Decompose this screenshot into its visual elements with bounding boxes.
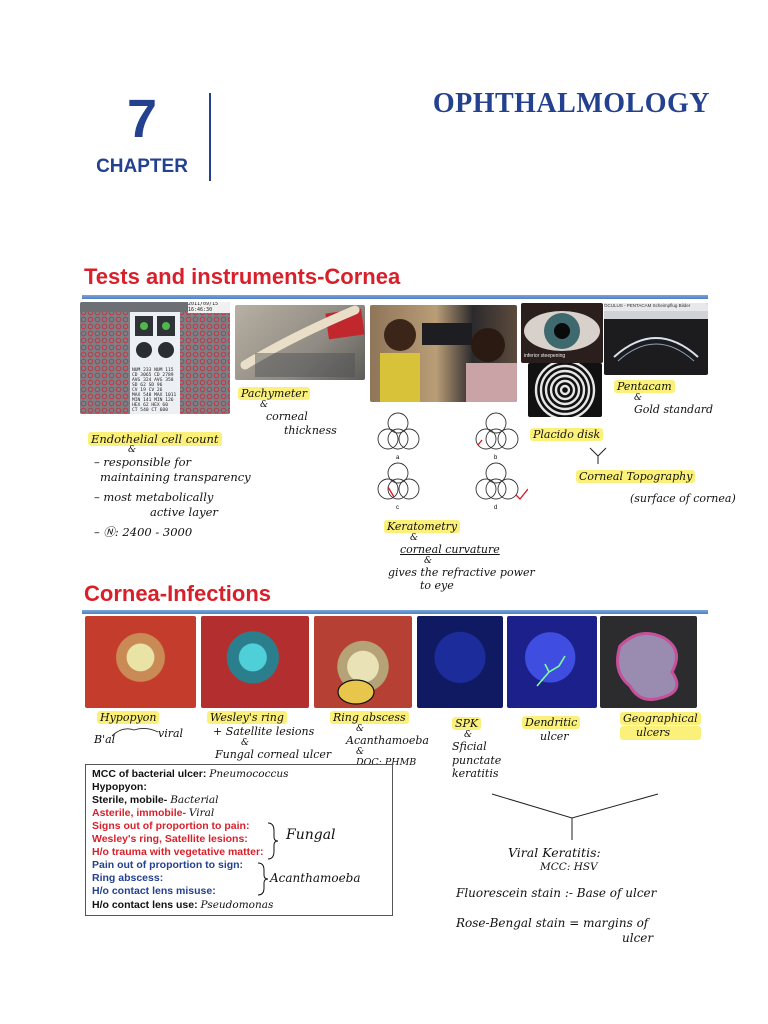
note-fungal: Fungal [286,827,336,843]
spk-photo [417,616,503,708]
keratometry-mires-diagram: a b c d [377,412,528,511]
note-pentacam: Pentacam & Gold standard [614,380,713,417]
dendritic-ulcer-photo [507,616,597,708]
note-pachymeter: Pachymeter & corneal thickness [238,387,337,437]
note-hypopyon: Hypopyon [97,711,160,725]
pachymeter-photo [235,305,365,380]
summary-line: Sterile, mobile- Bacterial [92,794,219,806]
note-geographical: Geographical ulcers [620,712,701,740]
wesleys-ring-photo [201,616,309,708]
summary-line: H/o trauma with vegetative matter: [92,846,264,858]
viral-branch-lines [491,793,659,840]
note-dendritic: Dendritic ulcer [522,716,581,744]
note-endothelial: Endothelial cell count & – responsible f… [88,432,251,539]
summary-line: Ring abscess: [92,872,164,884]
note-acanthamoeba: Acanthamoeba [270,871,361,885]
pentacam-screenshot: OCULUS - PENTACAM Scheimpflug Bilder [604,303,708,375]
hypopyon-bracket [111,727,159,737]
note-keratometry: Keratometry & corneal curvature & gives … [384,520,535,593]
summary-line: MCC of bacterial ulcer: Pneumococcus [92,768,289,780]
summary-box: MCC of bacterial ulcer: Pneumococcus Hyp… [85,764,393,916]
specular-timestamp: 2011/09/15 16:46:30 [188,302,230,313]
summary-line: Asterile, immobile- Viral [92,807,215,819]
summary-line: Wesley's ring, Satellite lesions: [92,833,248,845]
mire-label-c: c [396,505,399,511]
summary-line: H/o contact lens use: Pseudomonas [92,899,274,911]
section-rule-2 [82,610,708,614]
summary-line: H/o contact lens misuse: [92,885,216,897]
note-ring-abscess: Ring abscess & Acanthamoeba & DOC: PHMB [330,711,429,768]
acanth-brace [257,862,269,896]
subject-title: OPHTHALMOLOGY [432,88,710,119]
hypopyon-photo [85,616,196,708]
note-hypopyon-left: B'al [94,733,116,746]
ring-abscess-photo [314,616,412,708]
fungal-brace [267,822,279,860]
arrow-to-topography [589,447,607,464]
specular-microscopy-image: 2011/09/15 16:46:30 NUM 233 NUM 115 CD 3… [80,302,230,414]
section-title-tests: Tests and instruments-Cornea [84,264,401,289]
header-divider [209,93,211,181]
note-placido: Placido disk [530,428,604,442]
mire-label-a: a [396,455,400,461]
note-topography: Corneal Topography (surface of cornea) [576,470,736,506]
chapter-number: 7 [126,89,158,149]
placido-disk-image [528,363,602,417]
summary-line: Pain out of proportion to sign: [92,859,244,871]
specular-readout: NUM 233 NUM 115 CD 3065 CD 2789 AVG 324 … [132,368,177,413]
note-wesley: Wesley's ring + Satellite lesions & Fung… [207,711,331,761]
note-hypopyon-right: viral [158,727,184,740]
note-spk: SPK & Sficial punctate keratitis [452,717,502,781]
summary-line: Hypopyon: [92,781,147,793]
eye-closeup-photo: inferior steepening [521,303,603,363]
mire-label-d: d [494,505,497,511]
summary-line: Signs out of proportion to pain: [92,820,250,832]
inferior-label: inferior steepening [524,353,566,359]
section-title-infections: Cornea-Infections [84,581,272,606]
keratometry-photo [370,305,517,402]
chapter-label: CHAPTER [96,156,188,177]
geographical-ulcer-photo [600,616,697,708]
pentacam-banner: OCULUS - PENTACAM Scheimpflug Bilder [604,303,708,311]
note-fluorescein: Fluorescein stain :- Base of ulcer [456,886,657,900]
section-rule [82,295,708,299]
mire-label-b: b [494,455,498,461]
note-viral-keratitis: Viral Keratitis: MCC: HSV [508,845,601,873]
note-rose-bengal: Rose-Bengal stain = margins of ulcer [456,916,654,945]
